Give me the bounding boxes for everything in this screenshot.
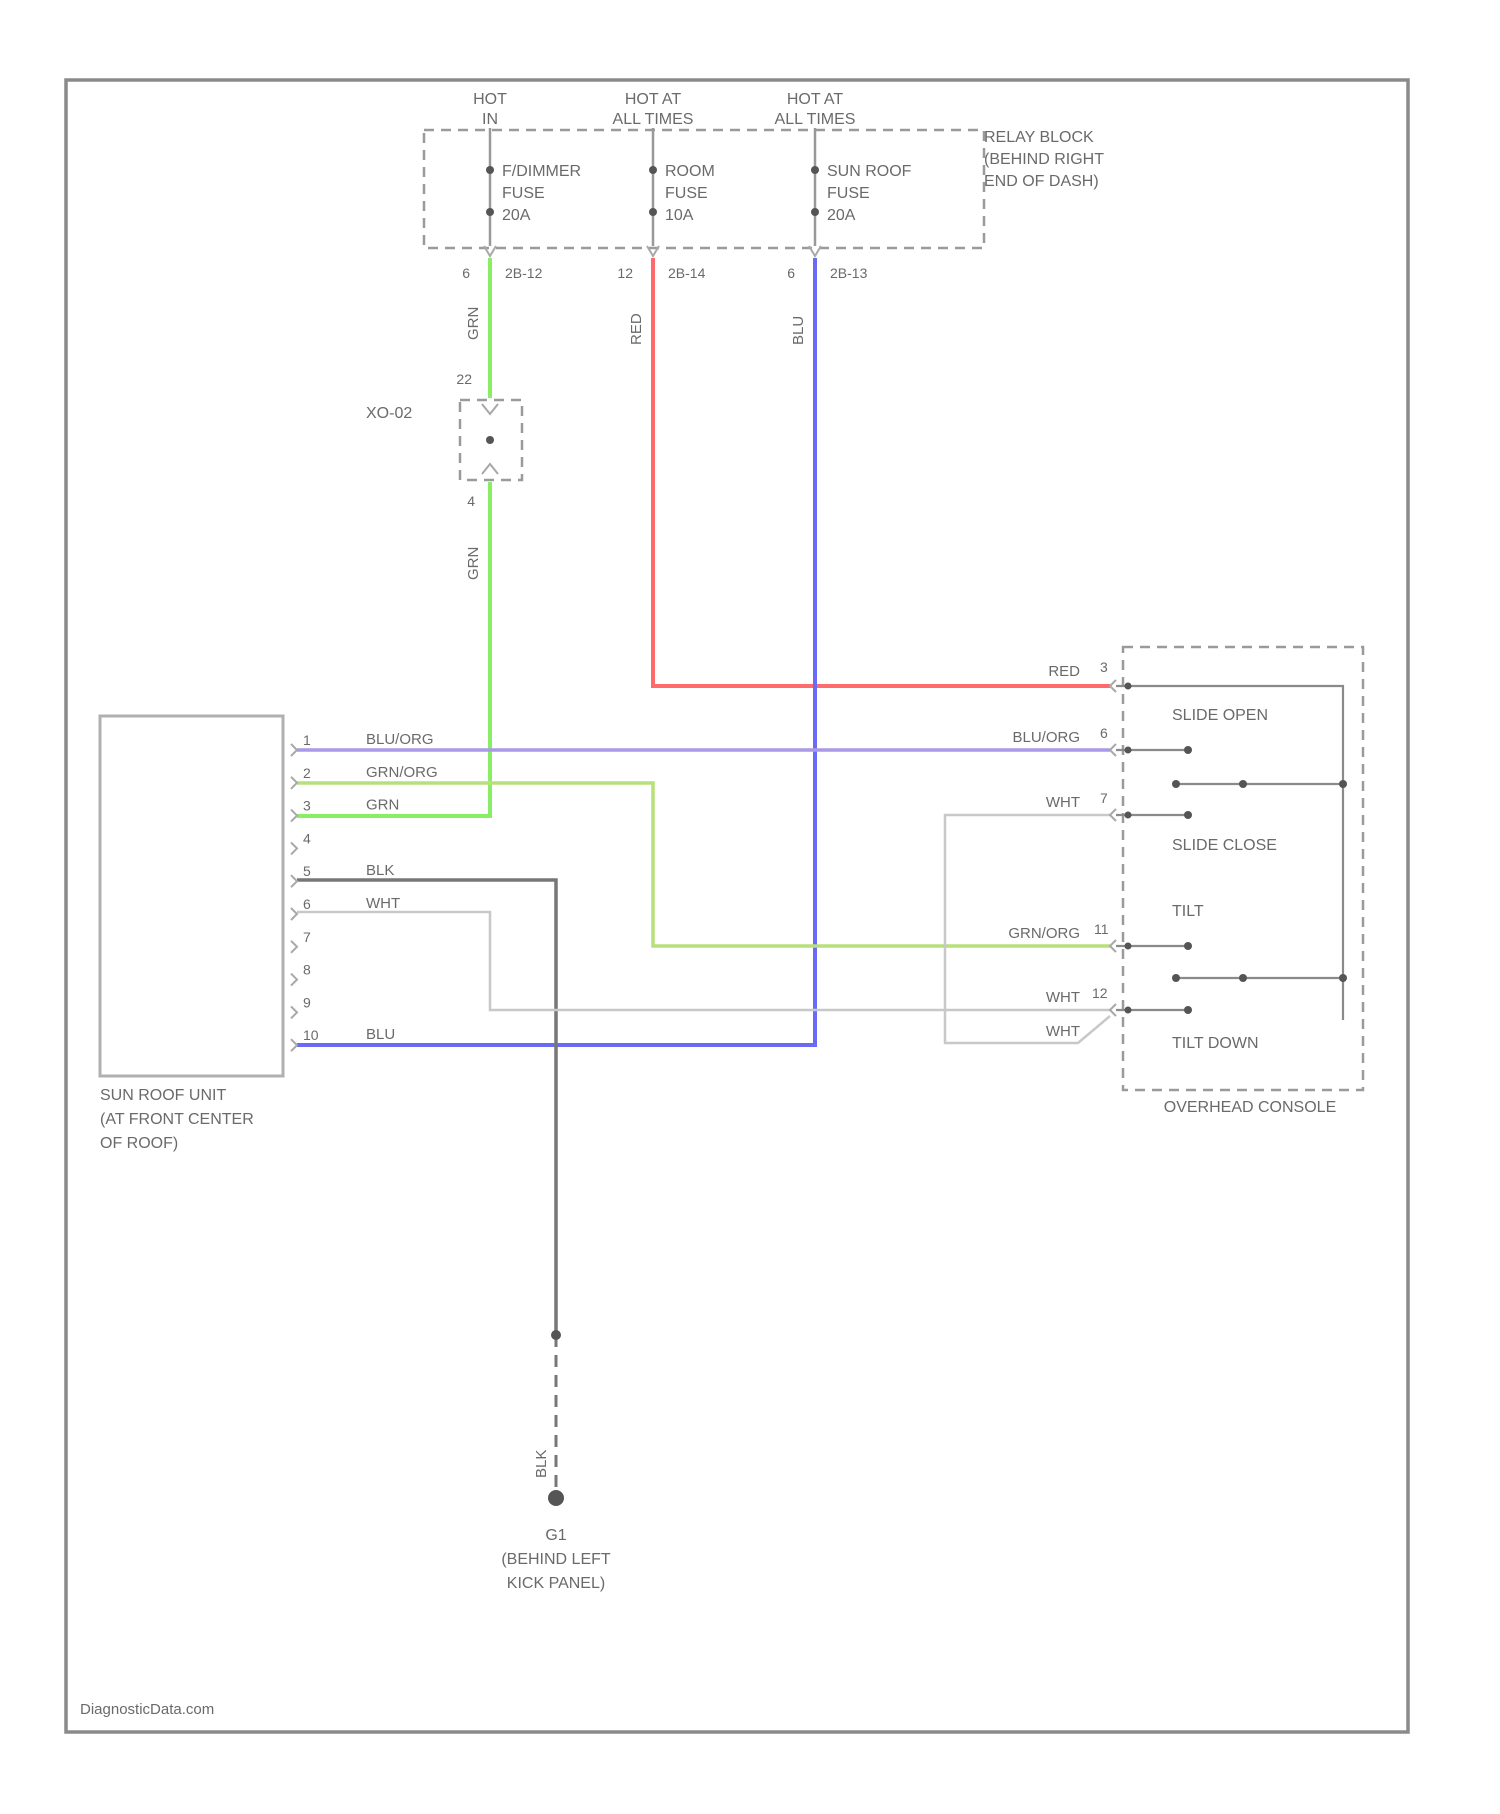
sunroof-wire-label-2: GRN/ORG	[366, 764, 438, 781]
sunroof-pin-terminal-1	[291, 744, 297, 756]
console-pin-label-white-12: 12	[1092, 985, 1108, 1001]
inline-connector-label: XO-02	[366, 405, 412, 422]
sunroof-wire-label-3: GRN	[366, 797, 399, 814]
sunroof-wire-label-1: BLU/ORG	[366, 731, 434, 748]
sunroof-pin-10: 10	[303, 1027, 319, 1043]
sunroof-pin-terminal-7	[291, 941, 297, 953]
wire-yellow-green	[297, 783, 1110, 946]
sunroof-pin-terminal-10	[291, 1039, 297, 1051]
console-pin-white-lower: WHT 12 WHT	[1046, 985, 1116, 1040]
ground-name: G1	[545, 1527, 566, 1544]
sunroof-wire-label-5: BLK	[366, 862, 394, 879]
inline-connector-pin-bottom: 4	[467, 493, 475, 509]
watermark: DiagnosticData.com	[80, 1701, 214, 1718]
wire-black	[297, 880, 564, 1506]
sunroof-pin-terminal-6	[291, 908, 297, 920]
console-wire-label-yellow-green: GRN/ORG	[1008, 925, 1080, 942]
sunroof-pin-1: 1	[303, 732, 311, 748]
relay-pin-sunroof: 6	[787, 265, 795, 281]
switch-label-tilt-down: TILT DOWN	[1172, 1035, 1259, 1052]
console-pin-label-purple: 6	[1100, 725, 1108, 741]
sunroof-pin-6: 6	[303, 896, 311, 912]
sunroof-pin-7: 7	[303, 929, 311, 945]
console-wire-label-white-12: WHT	[1046, 989, 1080, 1006]
sunroof-pin-3: 3	[303, 798, 311, 814]
inline-connector: XO-02 22 4	[366, 371, 522, 509]
switch-label-slide-close: SLIDE CLOSE	[1172, 837, 1277, 854]
sunroof-wire-label-6: WHT	[366, 895, 400, 912]
wire-label-green-bottom: GRN	[465, 547, 482, 580]
sunroof-unit-box	[100, 716, 283, 1076]
switch-label-slide-open: SLIDE OPEN	[1172, 707, 1268, 724]
sunroof-pin-terminal-3	[291, 810, 297, 822]
sunroof-pin-terminal-8	[291, 974, 297, 986]
sunroof-unit-pins: 1 BLU/ORG 2 GRN/ORG 3 GRN 4 5 BLK 6 WHT 7 8 9 10 BLU	[291, 731, 438, 1051]
sunroof-wire-label-10: BLU	[366, 1026, 395, 1043]
sunroof-pin-terminal-2	[291, 777, 297, 789]
wire-red: RED	[628, 258, 1110, 686]
console-wire-label-white-13: WHT	[1046, 1023, 1080, 1040]
wire-label-red-vertical: RED	[628, 313, 645, 345]
overhead-console-label: OVERHEAD CONSOLE	[1164, 1099, 1336, 1116]
sunroof-pin-terminal-4	[291, 842, 297, 854]
switch-label-tilt: TILT	[1172, 903, 1204, 920]
relay-connector-sunroof: 2B-13	[830, 265, 868, 281]
sunroof-pin-4: 4	[303, 830, 311, 846]
console-pin-label-red: 3	[1100, 659, 1108, 675]
sunroof-pin-2: 2	[303, 765, 311, 781]
wire-label-blue-vertical: BLU	[790, 316, 807, 345]
relay-connector-labels: 6 2B-12 12 2B-14 6 2B-13	[462, 265, 867, 281]
sunroof-pin-5: 5	[303, 863, 311, 879]
relay-pin-room: 12	[617, 265, 633, 281]
wire-label-green-top: GRN	[465, 307, 482, 340]
console-wire-label-purple: BLU/ORG	[1012, 729, 1080, 746]
overhead-console: OVERHEAD CONSOLE RED 3 BLU/ORG 6 WHT 7 G…	[1008, 647, 1363, 1116]
console-pin-white-upper: WHT 7	[1046, 790, 1116, 821]
sunroof-pin-8: 8	[303, 962, 311, 978]
sunroof-pin-terminal-5	[291, 875, 297, 887]
ground-wire-label: BLK	[533, 1450, 550, 1478]
console-wire-label-red: RED	[1048, 663, 1080, 680]
console-pin-label-white-upper: 7	[1100, 790, 1108, 806]
relay-connector-fdimmer: 2B-12	[505, 265, 543, 281]
console-wire-label-white-upper: WHT	[1046, 794, 1080, 811]
sunroof-pin-terminal-9	[291, 1006, 297, 1018]
console-pin-label-yellow-green: 11	[1094, 921, 1109, 937]
inline-connector-pin-top: 22	[456, 371, 472, 387]
relay-pin-fdimmer: 6	[462, 265, 470, 281]
sunroof-pin-9: 9	[303, 994, 311, 1010]
wire-white	[297, 815, 1110, 1043]
relay-connector-room: 2B-14	[668, 265, 706, 281]
